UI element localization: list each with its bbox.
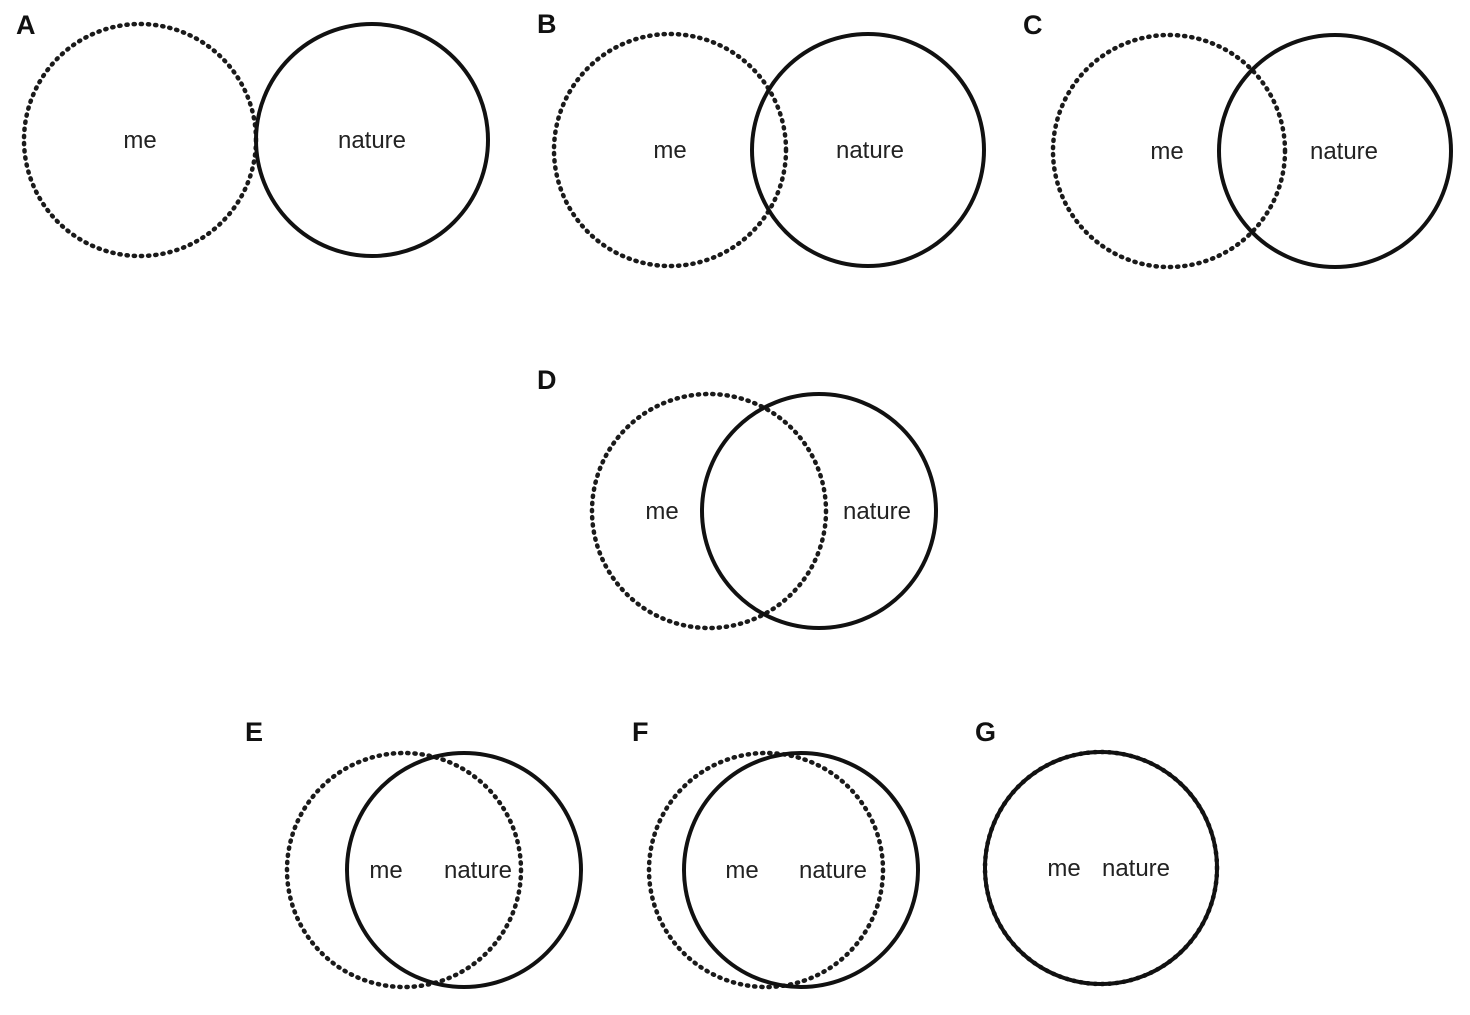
panel-f-me-circle (646, 750, 886, 990)
panel-d-me-label: me (645, 498, 678, 525)
panel-g-me-label: me (1047, 855, 1080, 882)
panel-c-letter: C (1023, 10, 1043, 40)
panel-e-me-label: me (369, 857, 402, 884)
panel-d-letter: D (537, 365, 557, 395)
panel-e-nature-label: nature (444, 857, 512, 884)
panel-f-letter: F (632, 717, 649, 747)
panel-c: Cme nature (1023, 10, 1453, 270)
panel-e-me-circle (284, 750, 524, 990)
panel-f-nature-label: nature (799, 857, 867, 884)
panel-a-nature-label: nature (338, 127, 406, 154)
panel-b-nature-circle (750, 32, 986, 268)
panel-e-nature-circle (345, 751, 583, 989)
panel-g: Gme nature (975, 717, 1220, 987)
panel-g-nature-circle (983, 750, 1219, 986)
panel-f-nature-circle (682, 751, 920, 989)
panel-b-letter: B (537, 9, 557, 39)
panel-b-nature-label: nature (836, 137, 904, 164)
panel-c-me-circle (1050, 32, 1288, 270)
panel-c-nature-circle (1217, 33, 1453, 269)
panel-b: Bme nature (537, 9, 986, 269)
panel-g-nature-label: nature (1102, 855, 1170, 882)
panel-e-letter: E (245, 717, 263, 747)
panel-a-letter: A (16, 10, 36, 40)
panel-f: Fme nature (632, 717, 920, 990)
panel-d-me-circle (589, 391, 829, 631)
panel-c-me-label: me (1150, 138, 1183, 165)
panel-d: Dme nature (537, 365, 938, 631)
panel-b-me-circle (551, 31, 789, 269)
panel-f-me-label: me (725, 857, 758, 884)
panel-c-nature-label: nature (1310, 138, 1378, 165)
panel-a-me-label: me (123, 127, 156, 154)
panel-a: Ame nature (16, 10, 490, 259)
panel-e: Eme nature (245, 717, 583, 990)
panel-d-nature-circle (700, 392, 938, 630)
panel-a-nature-circle (254, 22, 490, 258)
panel-d-nature-label: nature (843, 498, 911, 525)
panel-g-letter: G (975, 717, 996, 747)
panel-b-me-label: me (653, 137, 686, 164)
